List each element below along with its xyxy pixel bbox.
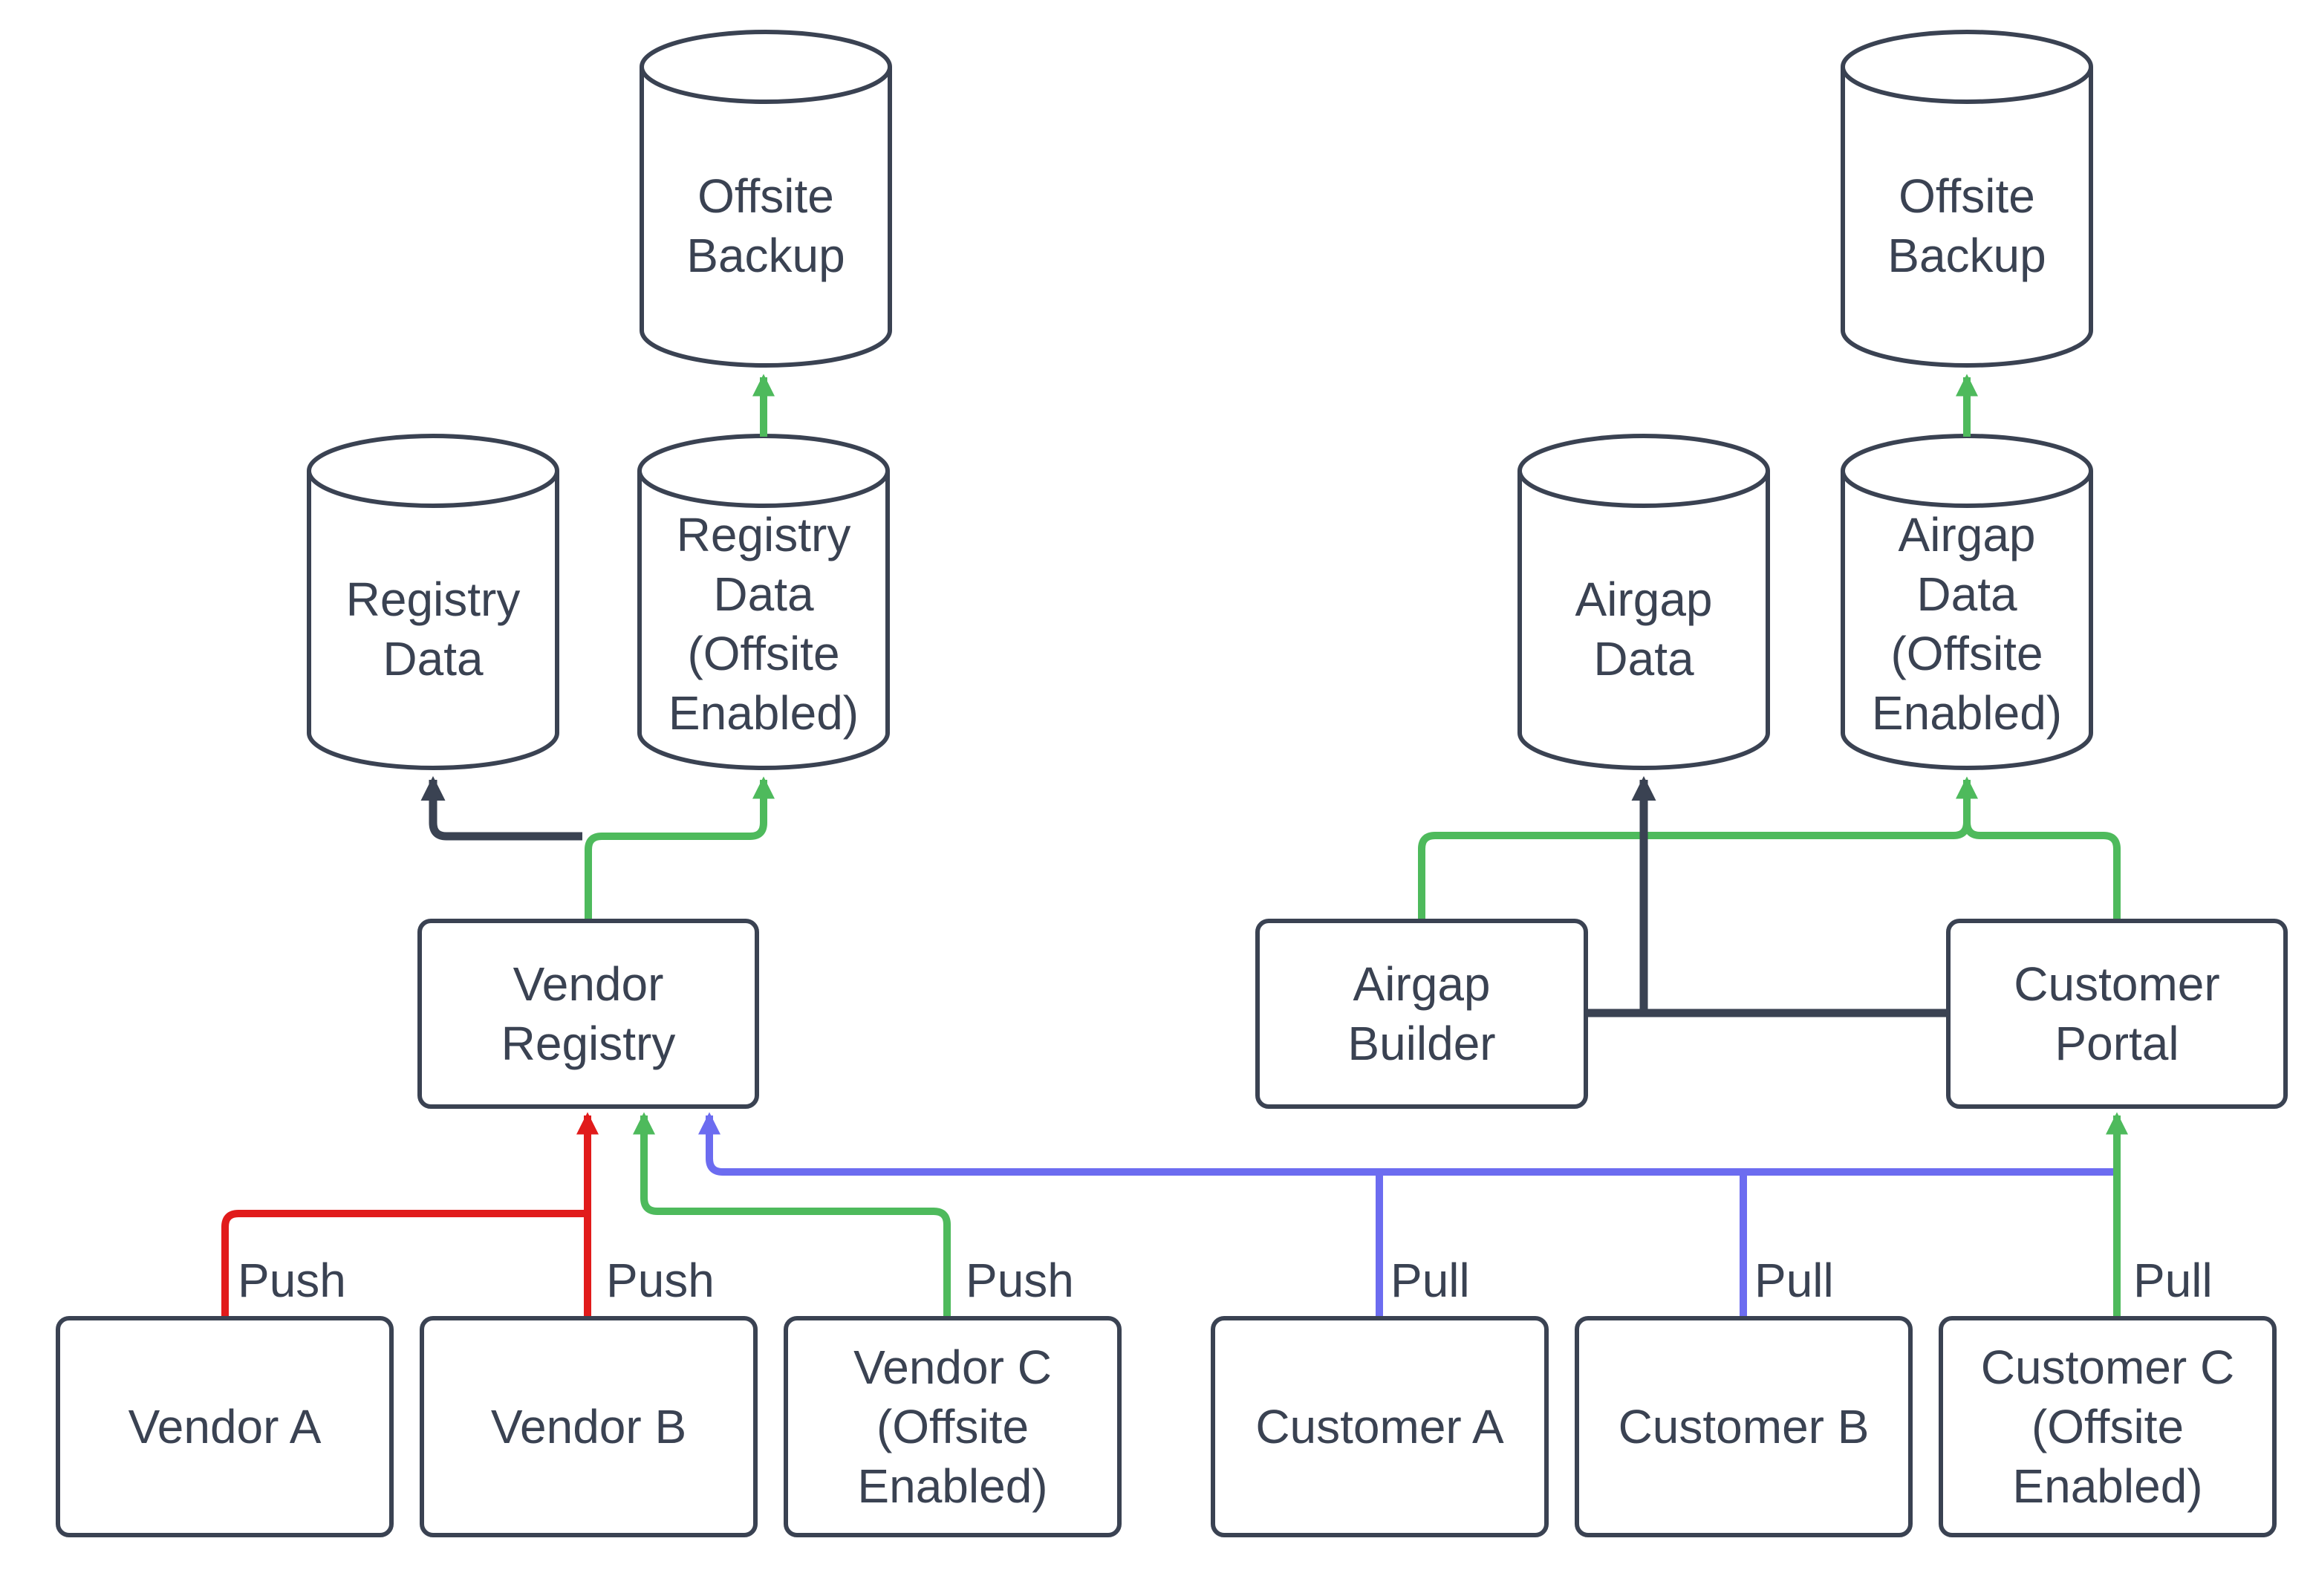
- node-customer-b: Customer B: [1575, 1316, 1913, 1537]
- edge-vendor-registry-to-registry-data-offsite: [585, 776, 775, 919]
- edge-airgap-builder-to-airgap-data-offsite: [1418, 776, 1978, 919]
- node-airgap-builder: Airgap Builder: [1255, 919, 1588, 1109]
- edge-label-push-vendor-c: Push: [966, 1254, 1074, 1307]
- cylinder-shape: [640, 30, 892, 368]
- cylinder-shape: [307, 434, 559, 770]
- edge-pull-trunk-to-vendor-registry: [698, 1112, 2117, 1176]
- node-customer-a: Customer A: [1211, 1316, 1549, 1537]
- cylinder-offsite-backup-right: Offsite Backup: [1838, 28, 2095, 371]
- cylinder-label-registry-data-offsite: Registry Data (Offsite Enabled): [668, 507, 859, 740]
- cylinder-label-registry-data: Registry Data: [345, 573, 521, 685]
- cylinder-offsite-backup-left: Offsite Backup: [637, 28, 894, 371]
- edge-label-pull-customer-c: Pull: [2133, 1254, 2213, 1307]
- node-label-airgap-builder: Airgap Builder: [1347, 957, 1496, 1070]
- node-label-vendor-a: Vendor A: [128, 1400, 322, 1453]
- node-vendor-a: Vendor A: [56, 1316, 394, 1537]
- edge-label-push-vendor-b: Push: [606, 1254, 715, 1307]
- node-vendor-b: Vendor B: [420, 1316, 758, 1537]
- node-label-customer-portal: Customer Portal: [2014, 957, 2220, 1070]
- cylinder-label-offsite-backup-left: Offsite Backup: [686, 169, 845, 282]
- edge-label-pull-customer-a: Pull: [1390, 1254, 1470, 1307]
- edge-label-pull-customer-b: Pull: [1754, 1254, 1834, 1307]
- cylinder-shape: [1841, 30, 2093, 368]
- node-vendor-c: Vendor C (Offsite Enabled): [784, 1316, 1122, 1537]
- cylinder-shape: [1841, 434, 2093, 770]
- cylinder-label-airgap-data-offsite: Airgap Data (Offsite Enabled): [1871, 507, 2063, 740]
- cylinder-airgap-data: Airgap Data: [1515, 432, 1772, 774]
- node-label-customer-a: Customer A: [1255, 1400, 1504, 1453]
- node-label-vendor-b: Vendor B: [490, 1400, 687, 1453]
- node-label-customer-b: Customer B: [1618, 1400, 1870, 1453]
- node-label-vendor-registry: Vendor Registry: [501, 957, 676, 1070]
- cylinder-label-airgap-data: Airgap Data: [1575, 573, 1713, 685]
- node-customer-portal: Customer Portal: [1946, 919, 2288, 1109]
- cylinder-label-offsite-backup-right: Offsite Backup: [1887, 169, 2046, 282]
- cylinder-registry-data-offsite: Registry Data (Offsite Enabled): [635, 432, 892, 774]
- cylinder-shape: [637, 434, 890, 770]
- node-label-vendor-c: Vendor C (Offsite Enabled): [853, 1341, 1052, 1513]
- edge-vendor-registry-to-registry-data: [420, 776, 582, 841]
- edge-label-push-vendor-a: Push: [238, 1254, 346, 1307]
- cylinder-registry-data: Registry Data: [305, 432, 562, 774]
- cylinder-shape: [1517, 434, 1770, 770]
- node-label-customer-c: Customer C (Offsite Enabled): [1980, 1341, 2235, 1513]
- node-customer-c: Customer C (Offsite Enabled): [1939, 1316, 2277, 1537]
- edge-customer-portal-to-airgap-data-offsite: [1963, 780, 2121, 919]
- node-vendor-registry: Vendor Registry: [417, 919, 759, 1109]
- cylinder-airgap-data-offsite: Airgap Data (Offsite Enabled): [1838, 432, 2095, 774]
